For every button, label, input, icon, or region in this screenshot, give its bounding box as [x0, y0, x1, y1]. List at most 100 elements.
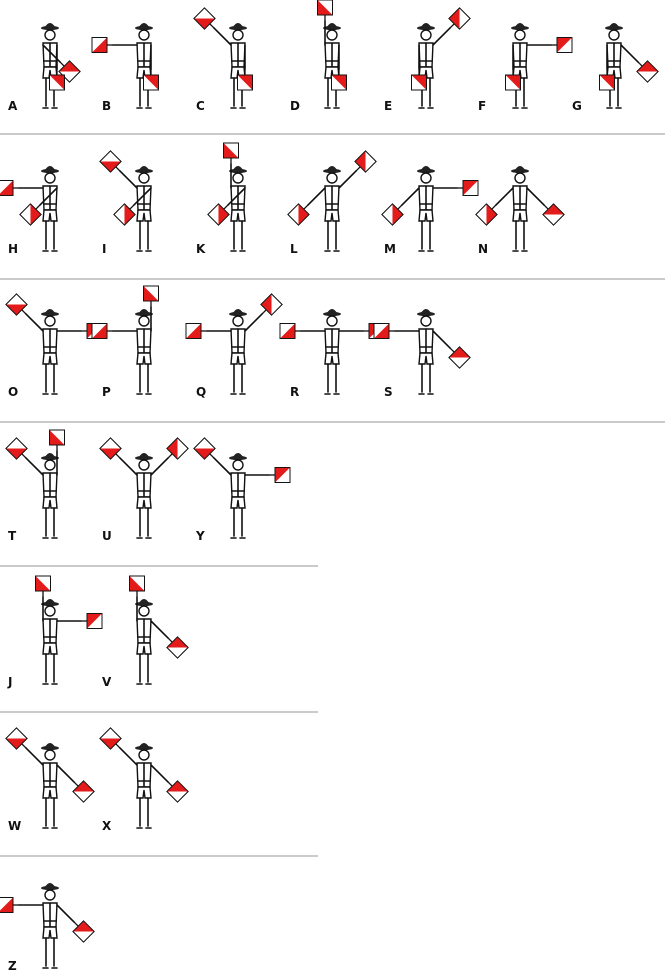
flag-icon: [374, 324, 389, 339]
signal-cell: D: [290, 0, 347, 113]
signal-cell: R: [280, 309, 384, 399]
signal-letter: M: [384, 242, 396, 256]
signal-cell: K: [196, 143, 247, 256]
semaphore-figure-j: [36, 576, 103, 684]
semaphore-figure-i: [100, 151, 153, 251]
signal-letter: X: [102, 819, 112, 833]
semaphore-figure-n: [476, 166, 564, 251]
signal-cell: E: [384, 8, 470, 113]
flag-icon: [463, 181, 478, 196]
semaphore-figure-q: [186, 294, 282, 394]
signal-cell: V: [102, 576, 188, 689]
semaphore-figure-t: [6, 430, 65, 538]
semaphore-figure-e: [412, 8, 471, 108]
signal-cell: P: [92, 286, 159, 399]
signal-letter: S: [384, 385, 393, 399]
signal-letter: Z: [8, 959, 17, 973]
semaphore-figure-h: [0, 166, 59, 251]
flag-icon: [144, 286, 159, 301]
signal-cell: L: [288, 151, 376, 256]
signal-letter: N: [478, 242, 488, 256]
flag-icon: [280, 324, 295, 339]
semaphore-figure-x: [100, 728, 188, 828]
signal-cell: W: [6, 728, 94, 833]
semaphore-figure-k: [208, 143, 247, 251]
flag-icon: [50, 430, 65, 445]
signal-letter: D: [290, 99, 300, 113]
signal-row: TUY: [6, 430, 290, 543]
signal-letter: E: [384, 99, 392, 113]
flag-icon: [224, 143, 239, 158]
signal-letter: R: [290, 385, 299, 399]
signal-cell: Z: [0, 883, 94, 973]
signal-letter: I: [102, 242, 106, 256]
flag-icon: [0, 181, 13, 196]
flag-icon: [412, 75, 427, 90]
signal-letter: J: [7, 675, 12, 689]
signal-letter: V: [102, 675, 112, 689]
flag-icon: [92, 38, 107, 53]
signal-letter: Q: [196, 385, 206, 399]
signal-letter: F: [478, 99, 486, 113]
signal-cell: G: [572, 23, 658, 113]
signal-letter: W: [8, 819, 21, 833]
flag-icon: [600, 75, 615, 90]
semaphore-figure-f: [506, 23, 573, 108]
semaphore-figure-c: [194, 8, 253, 108]
signal-cell: C: [194, 8, 253, 113]
signal-row: Z: [0, 883, 94, 973]
semaphore-figure-l: [288, 151, 376, 251]
flag-icon: [318, 0, 333, 15]
semaphore-figure-p: [92, 286, 159, 394]
signal-letter: C: [196, 99, 205, 113]
signal-cell: S: [374, 309, 470, 399]
signal-cell: T: [6, 430, 65, 543]
flag-icon: [87, 614, 102, 629]
signal-letter: T: [8, 529, 17, 543]
signal-letter: Y: [195, 529, 205, 543]
semaphore-figure-d: [318, 0, 347, 108]
flag-icon: [92, 324, 107, 339]
signal-letter: H: [8, 242, 18, 256]
flag-icon: [36, 576, 51, 591]
flag-icon: [130, 576, 145, 591]
signal-letter: A: [8, 99, 18, 113]
semaphore-figure-v: [130, 576, 189, 684]
signal-cell: B: [92, 23, 159, 113]
signal-letter: L: [290, 242, 298, 256]
flag-icon: [186, 324, 201, 339]
semaphore-figure-b: [92, 23, 159, 108]
signal-letter: U: [102, 529, 112, 543]
flag-icon: [238, 75, 253, 90]
signal-cell: M: [382, 166, 478, 256]
signal-cell: O: [6, 294, 102, 399]
flag-icon: [275, 468, 290, 483]
signal-cell: Y: [194, 438, 290, 543]
semaphore-figure-u: [100, 438, 188, 538]
signal-letter: G: [572, 99, 582, 113]
signal-cell: J: [7, 576, 102, 689]
semaphore-figure-s: [374, 309, 470, 394]
signal-cell: I: [100, 151, 153, 256]
flag-icon: [144, 75, 159, 90]
signal-cell: U: [100, 438, 188, 543]
signal-letter: P: [102, 385, 111, 399]
signal-cell: Q: [186, 294, 282, 399]
semaphore-figure-m: [382, 166, 478, 251]
flag-icon: [332, 75, 347, 90]
signal-letter: K: [196, 242, 206, 256]
semaphore-figure-w: [6, 728, 94, 828]
signal-cell: A: [8, 23, 80, 113]
signal-cell: N: [476, 166, 564, 256]
flag-icon: [557, 38, 572, 53]
signal-cell: H: [0, 166, 59, 256]
semaphore-figure-y: [194, 438, 290, 538]
signal-letter: B: [102, 99, 111, 113]
flag-icon: [50, 75, 65, 90]
semaphore-figure-z: [0, 883, 94, 968]
